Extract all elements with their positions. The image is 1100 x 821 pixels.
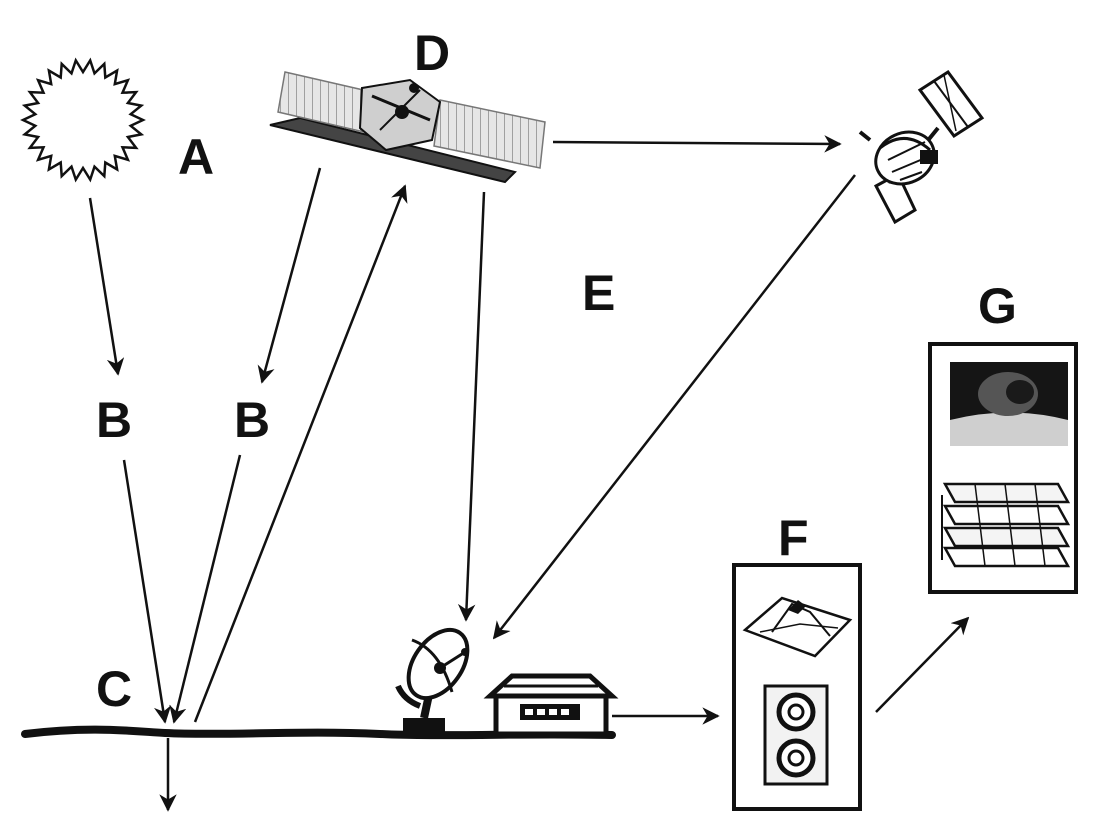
relay-satellite-icon: [858, 69, 985, 225]
arrow-relay-to-dish: [492, 174, 856, 640]
arrow-satellite-to-b: [257, 167, 322, 384]
label-g: G: [978, 278, 1017, 334]
arrows: [88, 135, 970, 812]
satellite-dish-icon: [395, 627, 470, 736]
arrow-satellite-to-relay: [552, 135, 842, 153]
image-products-panel: [928, 342, 1078, 594]
processing-panel: [732, 563, 862, 811]
arrow-sun-to-b: [88, 197, 125, 376]
imaging-satellite-icon: [269, 71, 546, 184]
arrow-processing-to-products: [875, 616, 970, 713]
label-a: A: [178, 129, 214, 185]
layered-grid-icon: [941, 482, 1071, 568]
terrain-model-icon: [742, 596, 853, 658]
label-b-left: B: [96, 392, 132, 448]
arrow-ground-to-satellite: [193, 184, 408, 723]
sun-icon: [20, 57, 146, 183]
arrow-satellite-to-dish: [457, 191, 486, 622]
tape-reels-icon: [763, 684, 829, 786]
ground-station-building-icon: [483, 673, 619, 737]
label-b-right: B: [234, 392, 270, 448]
satellite-image-thumbnail: [950, 362, 1068, 446]
arrow-b-to-ground: [122, 459, 172, 724]
label-f: F: [778, 510, 809, 566]
label-d: D: [414, 25, 450, 81]
arrow-b-to-ground-2: [169, 454, 242, 724]
label-c: C: [96, 661, 132, 717]
label-e: E: [582, 265, 615, 321]
